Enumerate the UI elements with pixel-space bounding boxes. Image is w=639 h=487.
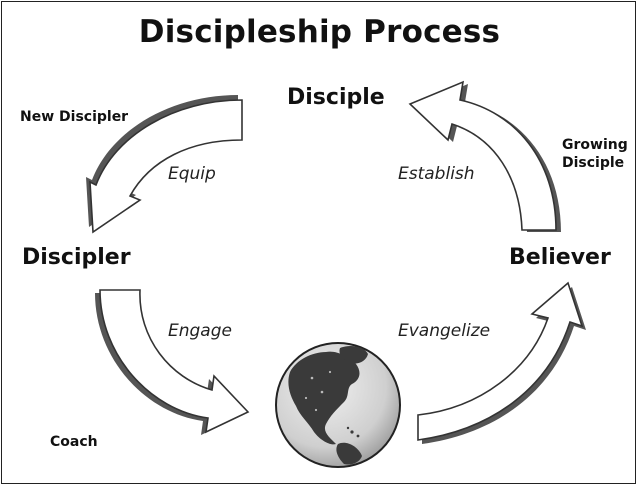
engage-arrow-icon	[95, 289, 250, 435]
establish-arrow-icon	[408, 80, 561, 232]
step-evangelize: Evangelize	[398, 321, 491, 341]
role-growing-line2: Disciple	[562, 155, 625, 171]
node-discipler: Discipler	[22, 245, 131, 270]
globe-icon	[275, 342, 401, 468]
diagram-title: Discipleship Process	[138, 14, 501, 50]
role-coach: Coach	[50, 434, 98, 450]
step-equip: Equip	[168, 164, 216, 184]
step-engage: Engage	[168, 321, 232, 341]
node-believer: Believer	[509, 245, 611, 270]
role-growing-disciple: Growing Disciple	[562, 136, 628, 172]
node-disciple: Disciple	[287, 85, 385, 110]
role-growing-line1: Growing	[562, 137, 628, 153]
step-establish: Establish	[398, 164, 475, 184]
role-new-discipler: New Discipler	[20, 109, 129, 125]
equip-arrow-icon	[86, 95, 243, 234]
evangelize-arrow-icon	[417, 281, 586, 444]
